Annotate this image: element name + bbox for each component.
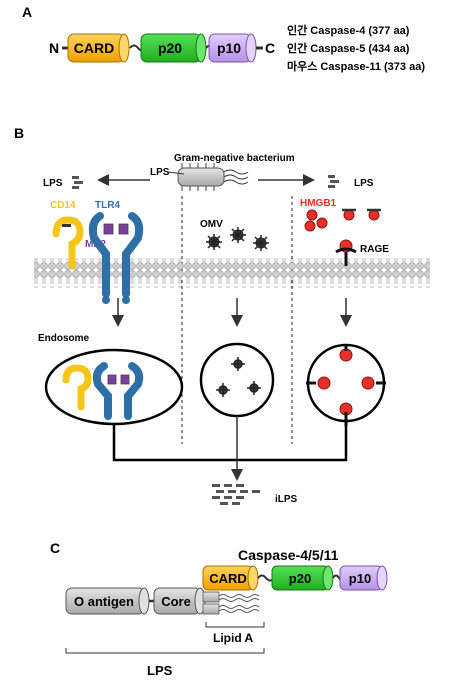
lps-right-label: LPS xyxy=(354,178,374,189)
omv-icon xyxy=(206,227,269,251)
endosome-right-rage xyxy=(306,345,386,426)
endosome-middle xyxy=(199,342,275,418)
p10-label: p10 xyxy=(217,40,241,56)
endosome-label: Endosome xyxy=(38,333,90,344)
ilps-icon xyxy=(212,484,260,505)
rage-label: RAGE xyxy=(360,244,389,255)
tlr4-label: TLR4 xyxy=(95,200,120,211)
p20-c-label: p20 xyxy=(289,571,311,586)
card-c-label: CARD xyxy=(209,571,247,586)
endosome-left-contents xyxy=(62,362,144,420)
panel-a: A N CARD p20 p10 C 인간 Caspase-4 (377 aa)… xyxy=(22,4,425,73)
endosome-left xyxy=(44,348,184,426)
n-terminus-label: N xyxy=(49,40,59,56)
panel-c: C Caspase-4/5/11 O antigen Core xyxy=(50,540,388,678)
panel-b: B Gram-negative bacterium LPS LPS xyxy=(14,125,430,505)
lps-right-icon xyxy=(328,175,339,188)
lps-left-label: LPS xyxy=(43,178,63,189)
hmgb1-icon xyxy=(304,208,381,232)
cd14-icon xyxy=(52,216,84,270)
p20-domain-c: p20 xyxy=(271,565,334,591)
lps-bacterium-label: LPS xyxy=(150,167,170,178)
endosome-middle-omvs xyxy=(216,357,261,397)
p10-domain-c: p10 xyxy=(339,565,388,591)
protein-caspase-4: 인간 Caspase-4 (377 aa) xyxy=(287,23,410,37)
lipid-a-label: Lipid A xyxy=(213,631,254,645)
panel-b-letter: B xyxy=(14,125,24,141)
p20-domain-a: p20 xyxy=(140,33,207,63)
lipid-a-icon xyxy=(202,591,260,615)
card-domain-c: CARD xyxy=(202,565,259,591)
cell-membrane xyxy=(34,258,430,288)
card-label: CARD xyxy=(74,40,114,56)
tlr4-icon xyxy=(88,212,144,304)
c-terminus-label: C xyxy=(265,40,275,56)
lps-left-icon xyxy=(72,176,83,189)
lps-label: LPS xyxy=(147,663,173,678)
o-antigen-label: O antigen xyxy=(74,594,134,609)
caspase-title: Caspase-4/5/11 xyxy=(238,547,339,563)
omv-label: OMV xyxy=(200,219,223,230)
protein-caspase-11: 마우스 Caspase-11 (373 aa) xyxy=(287,59,425,73)
bacterium-icon xyxy=(177,163,249,191)
o-antigen-domain: O antigen xyxy=(65,587,150,615)
ilps-label: iLPS xyxy=(275,494,298,505)
card-domain-a: CARD xyxy=(67,33,130,63)
lps-pointer xyxy=(167,171,185,175)
core-domain: Core xyxy=(153,587,206,615)
rage-icon xyxy=(335,239,357,266)
hmgb1-label: HMGB1 xyxy=(300,198,337,209)
panel-a-letter: A xyxy=(22,4,32,20)
core-label: Core xyxy=(161,594,191,609)
p20-label: p20 xyxy=(158,40,182,56)
cd14-label: CD14 xyxy=(50,200,76,211)
bacterium-label: Gram-negative bacterium xyxy=(174,153,295,164)
lipid-a-bracket xyxy=(205,622,265,628)
panel-c-letter: C xyxy=(50,540,60,556)
protein-caspase-5: 인간 Caspase-5 (434 aa) xyxy=(287,41,410,55)
p10-c-label: p10 xyxy=(349,571,371,586)
p10-domain-a: p10 xyxy=(208,33,257,63)
converge-lines xyxy=(112,422,348,462)
lps-bracket xyxy=(65,648,265,654)
